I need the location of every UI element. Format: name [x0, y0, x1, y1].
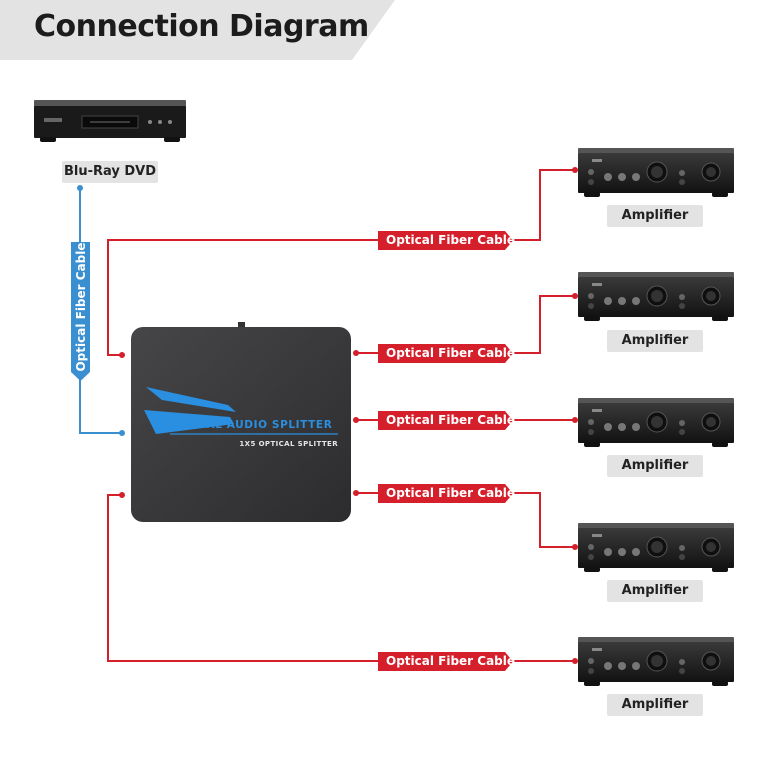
amplifier-icon — [577, 271, 735, 322]
splitter-brand-text: DIGITAL AUDIO SPLITTER — [172, 419, 332, 431]
amplifier-label-4: Amplifier — [607, 580, 703, 602]
output-cable-tag-3: Optical Fiber Cable — [386, 413, 516, 427]
amplifier-label-5: Amplifier — [607, 694, 703, 716]
page-title: Connection Diagram — [34, 9, 369, 44]
input-cable-tag: Optical Fiber Cable — [71, 242, 90, 372]
output-cable-tag-4: Optical Fiber Cable — [386, 486, 516, 500]
amplifier-label-1: Amplifier — [607, 205, 703, 227]
amplifier-icon — [577, 636, 735, 687]
amplifier-icon — [577, 147, 735, 198]
output-cable-tag-1: Optical Fiber Cable — [386, 233, 516, 247]
output-cable-tag-2: Optical Fiber Cable — [386, 346, 516, 360]
input-cable-tag-shape — [71, 242, 90, 381]
amplifier-label-2: Amplifier — [607, 330, 703, 352]
output-cable-line-1 — [107, 169, 575, 356]
output-cable-tag-5: Optical Fiber Cable — [386, 654, 516, 668]
splitter-box-icon: DIGITAL AUDIO SPLITTER 1X5 OPTICAL SPLIT… — [131, 322, 351, 522]
input-cable-label: Optical Fiber Cable — [73, 242, 88, 372]
source-label: Blu-Ray DVD — [62, 161, 158, 183]
blu-ray-player-icon — [34, 100, 186, 142]
amplifier-label-3: Amplifier — [607, 455, 703, 477]
header-banner — [0, 0, 395, 60]
amplifier-icon — [577, 522, 735, 573]
output-cable-line-5 — [107, 494, 575, 662]
amplifier-icon — [577, 397, 735, 448]
splitter-model-text: 1X5 OPTICAL SPLITTER — [239, 440, 338, 448]
